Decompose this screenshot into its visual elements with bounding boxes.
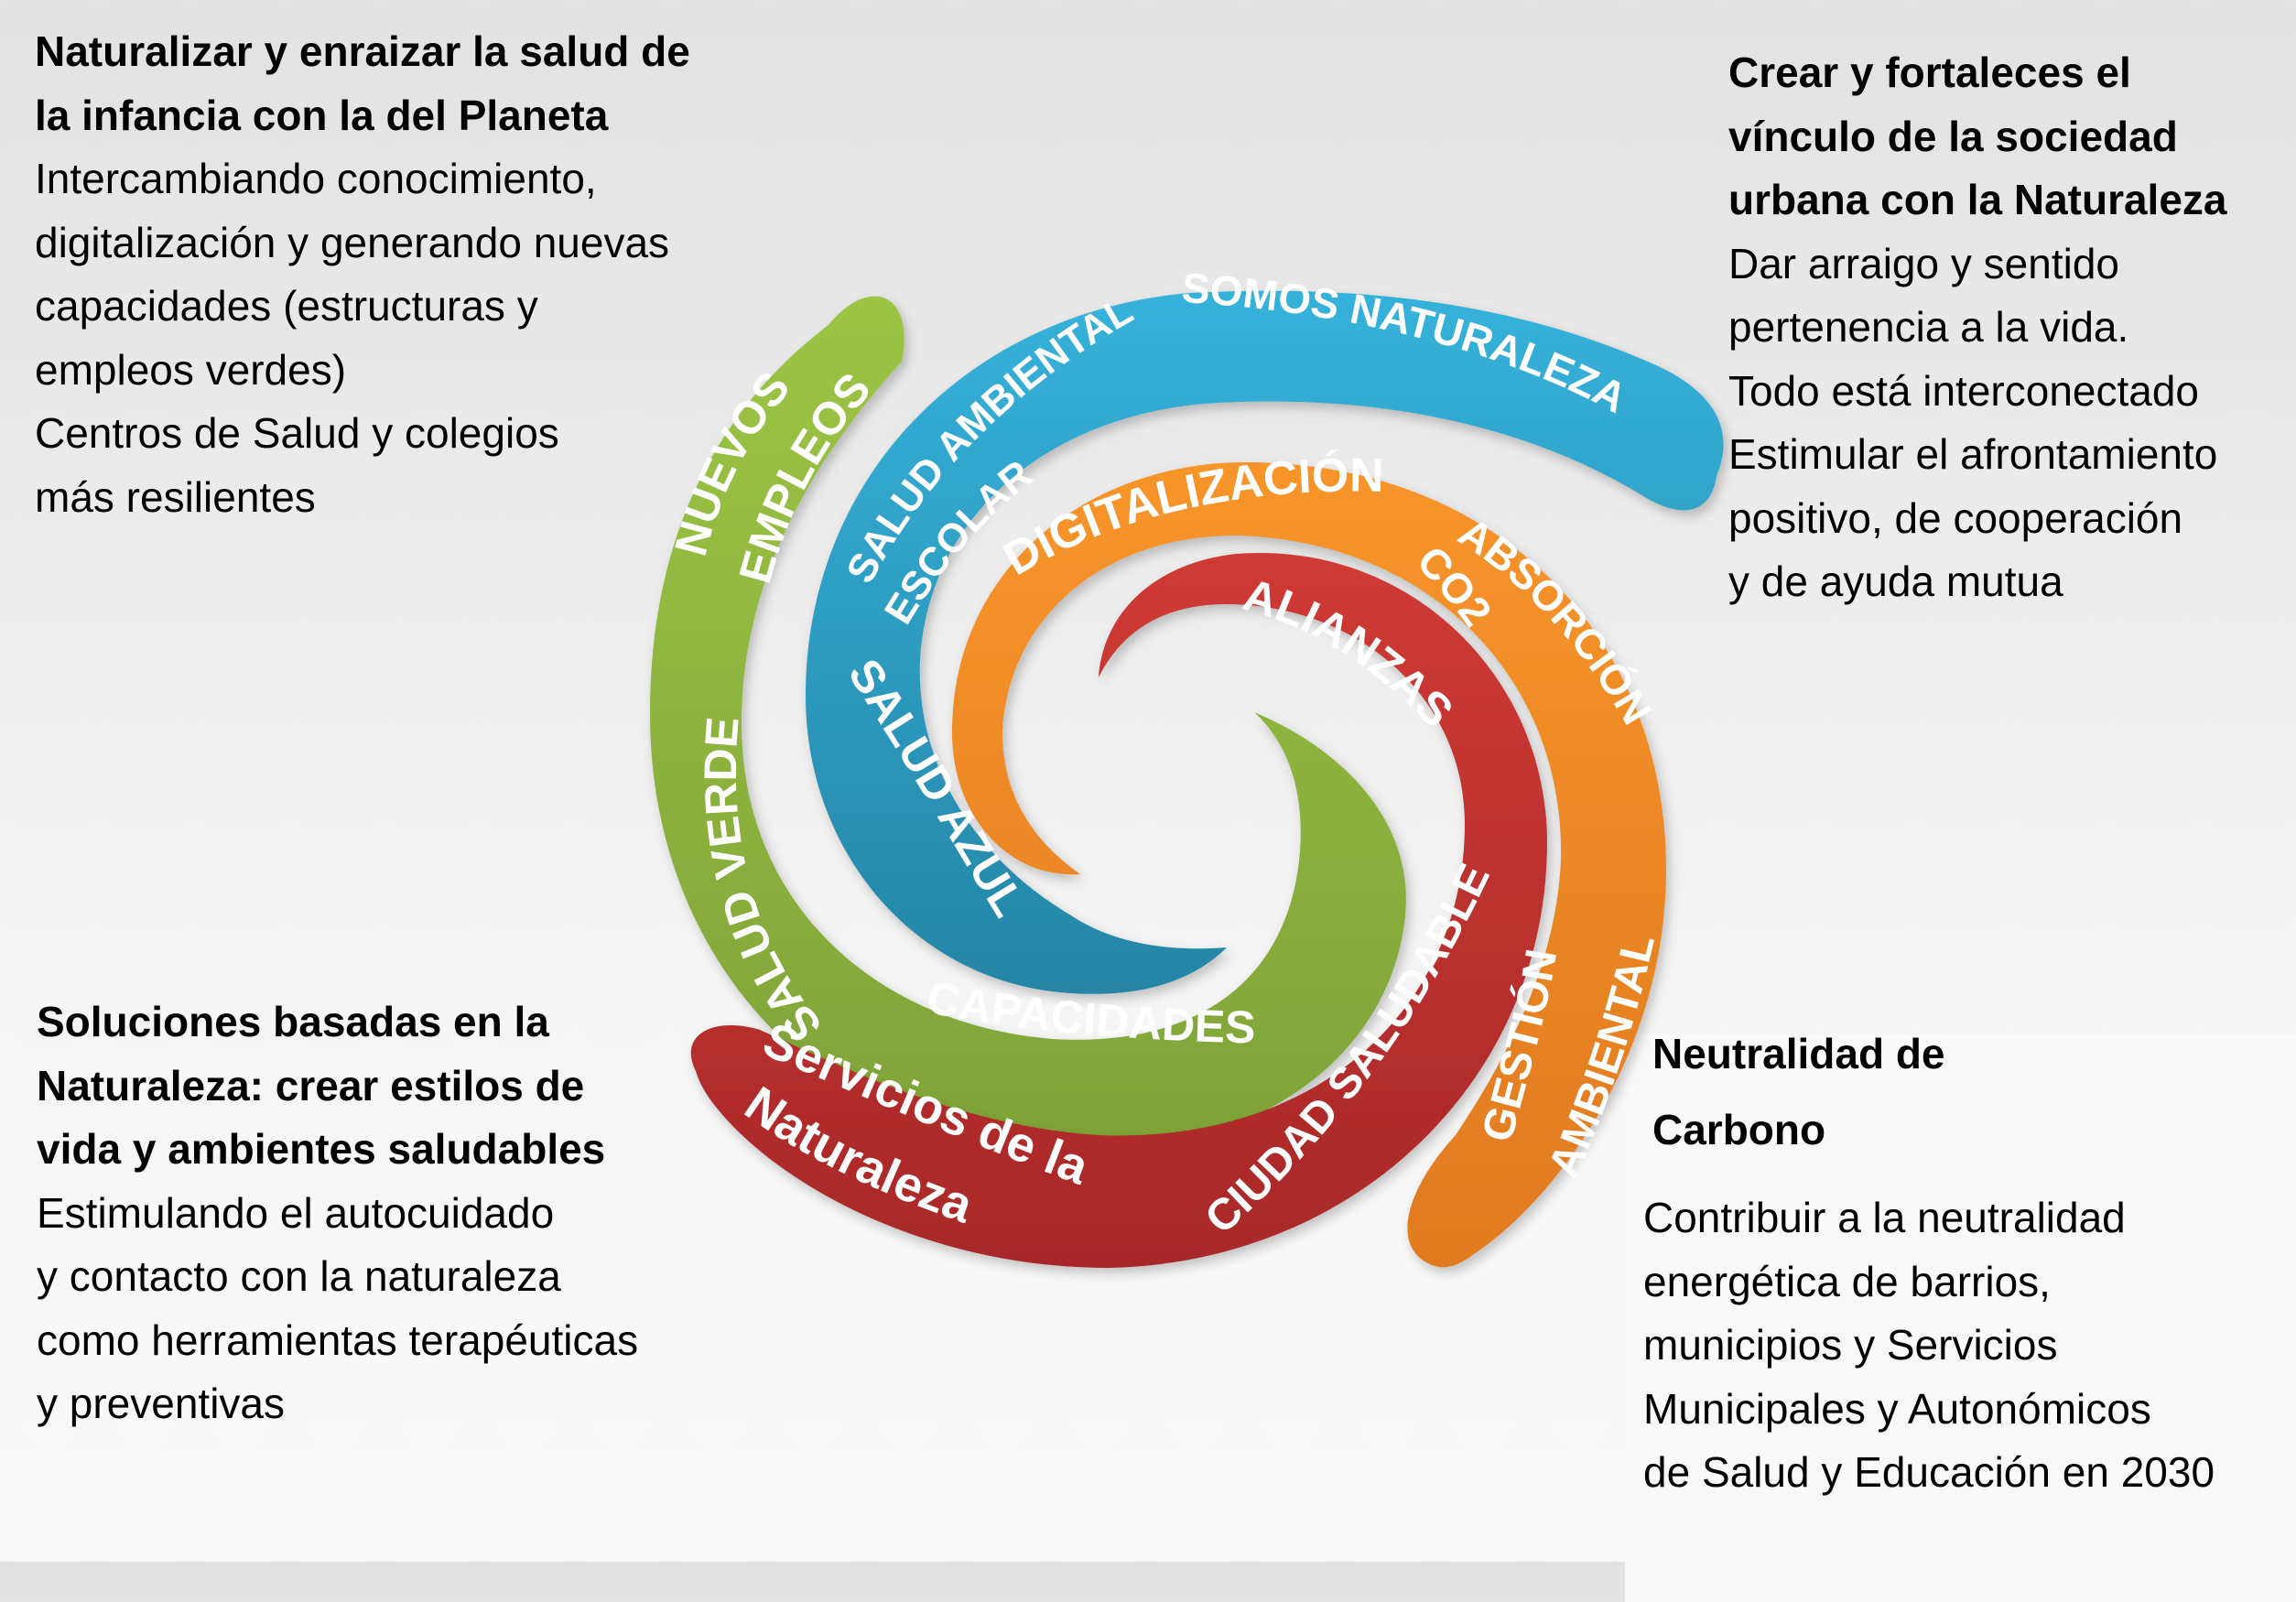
heading-bottom-left: Soluciones basadas en la Naturaleza: cre… [37, 990, 638, 1182]
arm-blue [806, 290, 1724, 994]
body-line: energética de barrios, [1643, 1257, 2051, 1305]
heading-bottom-right: Neutralidad de Carbono [1643, 1016, 2215, 1168]
body-line: Todo está interconectado [1728, 366, 2200, 415]
spiral-diagram: NUEVOS EMPLEOS SALUD VERDE CAPACIDADES S… [650, 290, 1724, 1268]
heading-line: urbana con la Naturaleza [1728, 176, 2227, 223]
body-line: y preventivas [37, 1380, 286, 1427]
heading-line: Neutralidad de [1652, 1030, 1945, 1077]
heading-line: Carbono [1652, 1106, 1826, 1153]
body-line: Centros de Salud y colegios [35, 409, 559, 457]
heading-line: la infancia con la del Planeta [35, 91, 609, 139]
body-line: digitalización y generando nuevas [35, 218, 670, 266]
body-line: Municipales y Autonómicos [1643, 1384, 2151, 1433]
text-block-top-right: Crear y fortaleces el vínculo de la soci… [1728, 41, 2227, 614]
heading-top-left: Naturalizar y enraizar la salud de la in… [35, 20, 690, 147]
body-line: Dar arraigo y sentido [1728, 239, 2119, 287]
text-block-top-left: Naturalizar y enraizar la salud de la in… [35, 20, 690, 529]
heading-line: vida y ambientes saludables [37, 1125, 606, 1173]
heading-line: vínculo de la sociedad [1728, 112, 2178, 160]
heading-line: Naturalizar y enraizar la salud de [35, 27, 690, 75]
body-line: Contribuir a la neutralidad [1643, 1194, 2126, 1241]
body-line: de Salud y Educación en 2030 [1643, 1448, 2215, 1496]
body-top-right: Dar arraigo y sentido pertenencia a la v… [1728, 233, 2227, 614]
text-block-bottom-right: Neutralidad de Carbono Contribuir a la n… [1625, 1016, 2296, 1602]
heading-top-right: Crear y fortaleces el vínculo de la soci… [1728, 41, 2227, 233]
body-line: Estimulando el autocuidado [37, 1188, 555, 1237]
body-line: positivo, de cooperación [1728, 493, 2183, 542]
body-line: Estimular el afrontamiento [1728, 430, 2218, 478]
body-line: y de ayuda mutua [1728, 557, 2063, 605]
arm-red [690, 552, 1547, 1268]
body-line: empleos verdes) [35, 345, 347, 394]
body-line: municipios y Servicios [1643, 1321, 2058, 1369]
body-line: más resilientes [35, 472, 316, 521]
body-bottom-right: Contribuir a la neutralidad energética d… [1643, 1186, 2215, 1505]
body-line: pertenencia a la vida. [1728, 303, 2129, 351]
body-line: capacidades (estructuras y [35, 282, 538, 330]
body-bottom-left: Estimulando el autocuidado y contacto co… [37, 1182, 638, 1436]
body-line: como herramientas terapéuticas [37, 1315, 639, 1364]
body-line: y contacto con la naturaleza [37, 1252, 561, 1300]
text-block-bottom-left: Soluciones basadas en la Naturaleza: cre… [37, 990, 638, 1436]
heading-line: Soluciones basadas en la [37, 998, 549, 1045]
body-line: Intercambiando conocimiento, [35, 155, 597, 202]
heading-line: Crear y fortaleces el [1728, 49, 2131, 96]
body-top-left: Intercambiando conocimiento, digitalizac… [35, 147, 690, 529]
heading-line: Naturaleza: crear estilos de [37, 1061, 585, 1109]
